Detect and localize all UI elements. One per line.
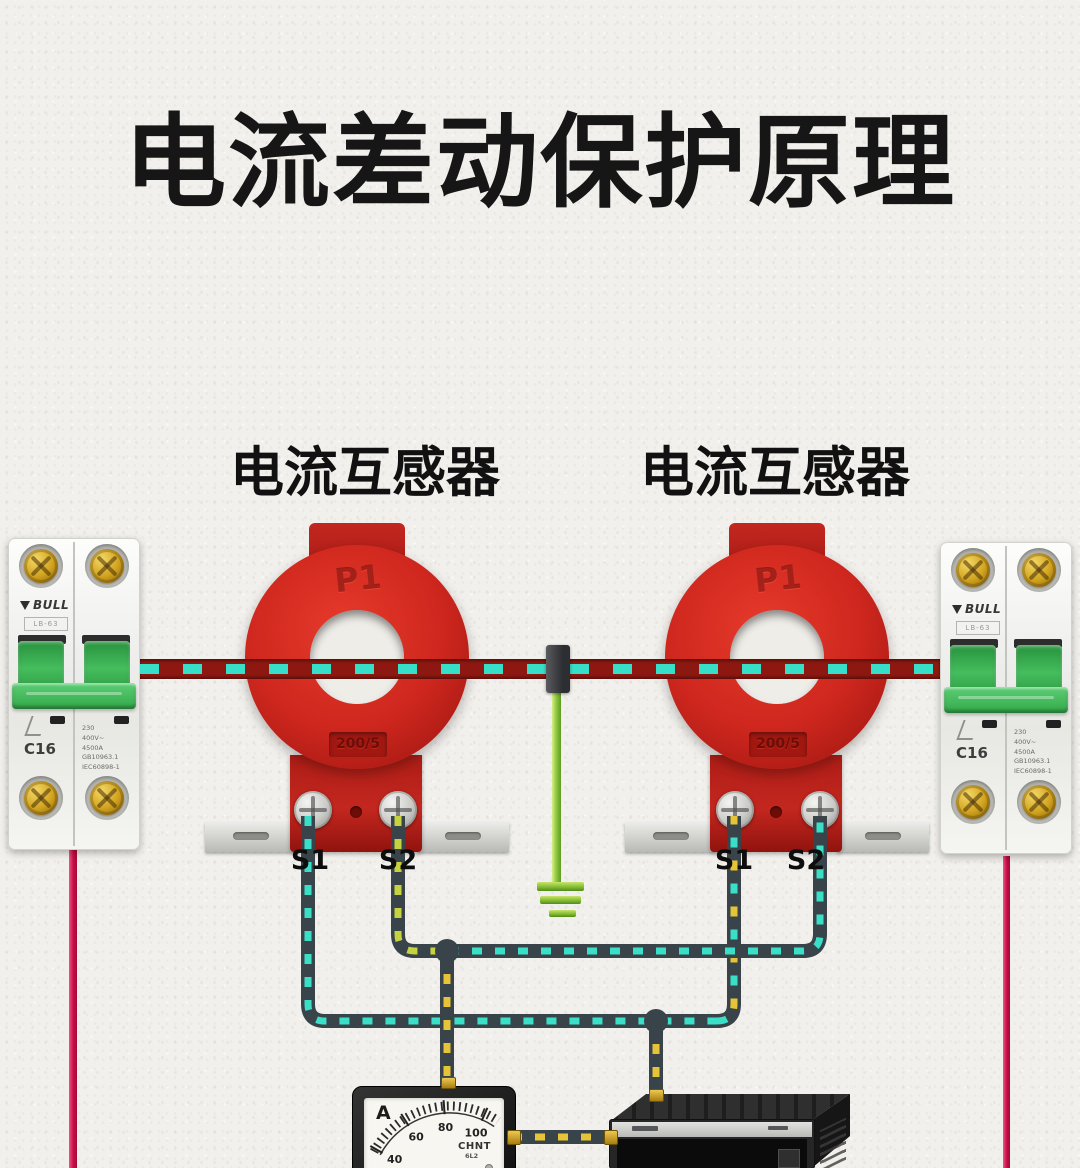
ct-foot-left bbox=[205, 822, 297, 852]
bull-logo-icon bbox=[952, 604, 962, 614]
ct-p1-marking: P1 bbox=[332, 556, 384, 601]
breaker-toggle[interactable] bbox=[950, 645, 996, 695]
breaker-rating: C16 bbox=[956, 744, 988, 762]
breaker-symbol bbox=[24, 716, 48, 736]
ct-foot-right bbox=[417, 822, 509, 852]
label-right-s2: S2 bbox=[786, 845, 826, 876]
relay-front-strip bbox=[612, 1122, 812, 1137]
terminal-screw-icon bbox=[24, 781, 58, 815]
breaker-toggle[interactable] bbox=[18, 641, 64, 691]
wire-junction bbox=[644, 1009, 668, 1033]
relay-display bbox=[617, 1139, 807, 1168]
breaker-toggle[interactable] bbox=[1016, 645, 1062, 695]
terminal-screw-icon bbox=[24, 549, 58, 583]
breaker-rating: C16 bbox=[24, 740, 56, 758]
ct-hole bbox=[310, 610, 404, 704]
trip-indicator bbox=[114, 716, 129, 724]
trip-indicator bbox=[1046, 720, 1061, 728]
terminal-screw-icon bbox=[90, 781, 124, 815]
svg-text:40: 40 bbox=[387, 1153, 403, 1166]
ct-ratio-plate: 200/5 bbox=[329, 732, 387, 757]
label-right-s1: S1 bbox=[714, 845, 754, 876]
ground-symbol-bar bbox=[540, 896, 581, 904]
brass-terminal bbox=[441, 1077, 456, 1089]
supply-wire-left bbox=[69, 845, 77, 1168]
ct-p1-marking: P1 bbox=[752, 556, 804, 601]
breaker-model: LB-63 bbox=[956, 621, 1000, 635]
ground-symbol-bar bbox=[537, 882, 584, 891]
current-transformer-left: P1 200/5 bbox=[205, 515, 509, 887]
ct-terminal-screw-s2 bbox=[379, 791, 417, 829]
breaker-toggle-tiebar[interactable] bbox=[944, 687, 1068, 713]
bull-logo-icon bbox=[20, 600, 30, 610]
ammeter-unit: A bbox=[376, 1102, 391, 1124]
svg-text:100: 100 bbox=[465, 1127, 488, 1140]
breaker-toggle[interactable] bbox=[84, 641, 130, 691]
ammeter: 40 60 80 100 A CHNT 6L2 bbox=[352, 1086, 516, 1168]
toggle-recess bbox=[1014, 639, 1062, 648]
label-left-s1: S1 bbox=[290, 845, 330, 876]
label-left-s2: S2 bbox=[378, 845, 418, 876]
current-transformer-right: P1 200/5 bbox=[625, 515, 929, 887]
relay-logo-mark bbox=[632, 1126, 658, 1131]
relay-front-panel bbox=[610, 1120, 814, 1168]
terminal-screw-icon bbox=[956, 553, 990, 587]
breaker-brand: BULL bbox=[952, 602, 1001, 616]
ct-right-label: 电流互感器 bbox=[640, 441, 910, 504]
bus-dash-pattern bbox=[140, 664, 940, 674]
ammeter-model: 6L2 bbox=[465, 1152, 478, 1160]
ct-foot-left bbox=[625, 822, 717, 852]
page-title: 电流差动保护原理 bbox=[124, 104, 956, 223]
toggle-recess bbox=[82, 635, 130, 644]
brass-terminal bbox=[604, 1130, 618, 1145]
ground-symbol-bar bbox=[549, 910, 576, 917]
circuit-breaker-right: BULL LB-63 C16 230 400V~ 4500A GB10963.1… bbox=[940, 542, 1072, 854]
relay-label-mark bbox=[768, 1126, 788, 1130]
toggle-recess bbox=[950, 639, 998, 648]
ammeter-brand: CHNT bbox=[458, 1141, 491, 1152]
ammeter-face bbox=[364, 1098, 504, 1168]
relay-button[interactable] bbox=[778, 1149, 800, 1168]
toggle-recess bbox=[18, 635, 66, 644]
ct-bracket-hole bbox=[350, 806, 362, 818]
terminal-screw-icon bbox=[90, 549, 124, 583]
circuit-breaker-left: BULL LB-63 C16 230 400V~ 4500A GB10963.1… bbox=[8, 538, 140, 850]
wire-junction bbox=[435, 939, 459, 963]
brass-terminal bbox=[649, 1089, 664, 1102]
ground-wire bbox=[552, 688, 561, 884]
ground-clamp bbox=[546, 645, 570, 693]
breaker-specs: 230 400V~ 4500A GB10963.1 IEC60898-1 bbox=[82, 724, 120, 771]
breaker-model: LB-63 bbox=[24, 617, 68, 631]
supply-wire-right bbox=[1003, 856, 1010, 1168]
breaker-symbol bbox=[956, 720, 980, 740]
ammeter-scale: 40 60 80 100 A CHNT 6L2 bbox=[369, 1100, 501, 1168]
ct-terminal-screw-s1 bbox=[294, 791, 332, 829]
ct-ratio-plate: 200/5 bbox=[749, 732, 807, 757]
ct-left-label: 电流互感器 bbox=[230, 441, 500, 504]
ct-bracket-hole bbox=[770, 806, 782, 818]
trip-indicator bbox=[982, 720, 997, 728]
terminal-screw-icon bbox=[1022, 785, 1056, 819]
primary-bus-wire bbox=[140, 659, 940, 679]
svg-text:80: 80 bbox=[438, 1121, 454, 1134]
ct-hole bbox=[730, 610, 824, 704]
breaker-toggle-tiebar[interactable] bbox=[12, 683, 136, 709]
breaker-brand: BULL bbox=[20, 598, 69, 612]
brass-terminal bbox=[507, 1130, 521, 1145]
terminal-screw-icon bbox=[1022, 553, 1056, 587]
terminal-screw-icon bbox=[956, 785, 990, 819]
breaker-specs: 230 400V~ 4500A GB10963.1 IEC60898-1 bbox=[1014, 728, 1052, 775]
ct-terminal-screw-s1 bbox=[716, 791, 754, 829]
ct-terminal-screw-s2 bbox=[801, 791, 839, 829]
protection-relay bbox=[600, 1090, 852, 1168]
ct-foot-right bbox=[837, 822, 929, 852]
trip-indicator bbox=[50, 716, 65, 724]
svg-text:60: 60 bbox=[408, 1131, 424, 1144]
